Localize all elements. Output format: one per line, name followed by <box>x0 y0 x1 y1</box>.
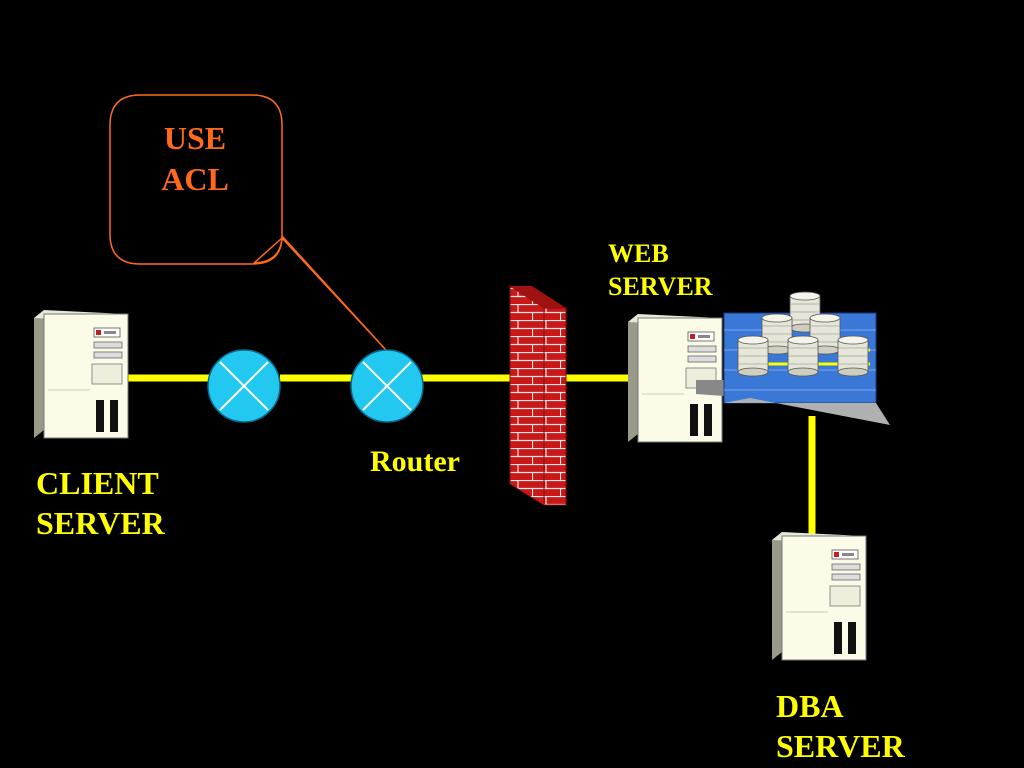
callout-text: USE ACL <box>110 118 280 200</box>
router-label: Router <box>370 445 460 478</box>
network-links <box>128 374 816 544</box>
web-label-line-1: WEB <box>608 239 669 268</box>
dba-server-icon <box>771 531 867 661</box>
router-icon-2 <box>350 349 424 423</box>
acl-callout <box>109 94 387 351</box>
callout-line-1: USE <box>163 120 227 156</box>
client-server-icon <box>33 309 129 439</box>
dba-label-line-1: DBA <box>776 688 844 724</box>
web-label-line-2: SERVER <box>608 271 713 301</box>
dba-server-label: DBA SERVER <box>776 686 905 766</box>
client-server-label: CLIENT SERVER <box>36 463 165 543</box>
web-server-label: WEB SERVER <box>608 238 713 303</box>
dba-label-line-2: SERVER <box>776 728 905 764</box>
client-label-line-1: CLIENT <box>36 465 159 501</box>
firewall-icon <box>509 285 567 506</box>
client-label-line-2: SERVER <box>36 505 165 541</box>
web-server-icon <box>627 313 723 443</box>
router-icon-1 <box>207 349 281 423</box>
storage-array-icon <box>696 291 890 425</box>
callout-line-2: ACL <box>161 160 229 197</box>
